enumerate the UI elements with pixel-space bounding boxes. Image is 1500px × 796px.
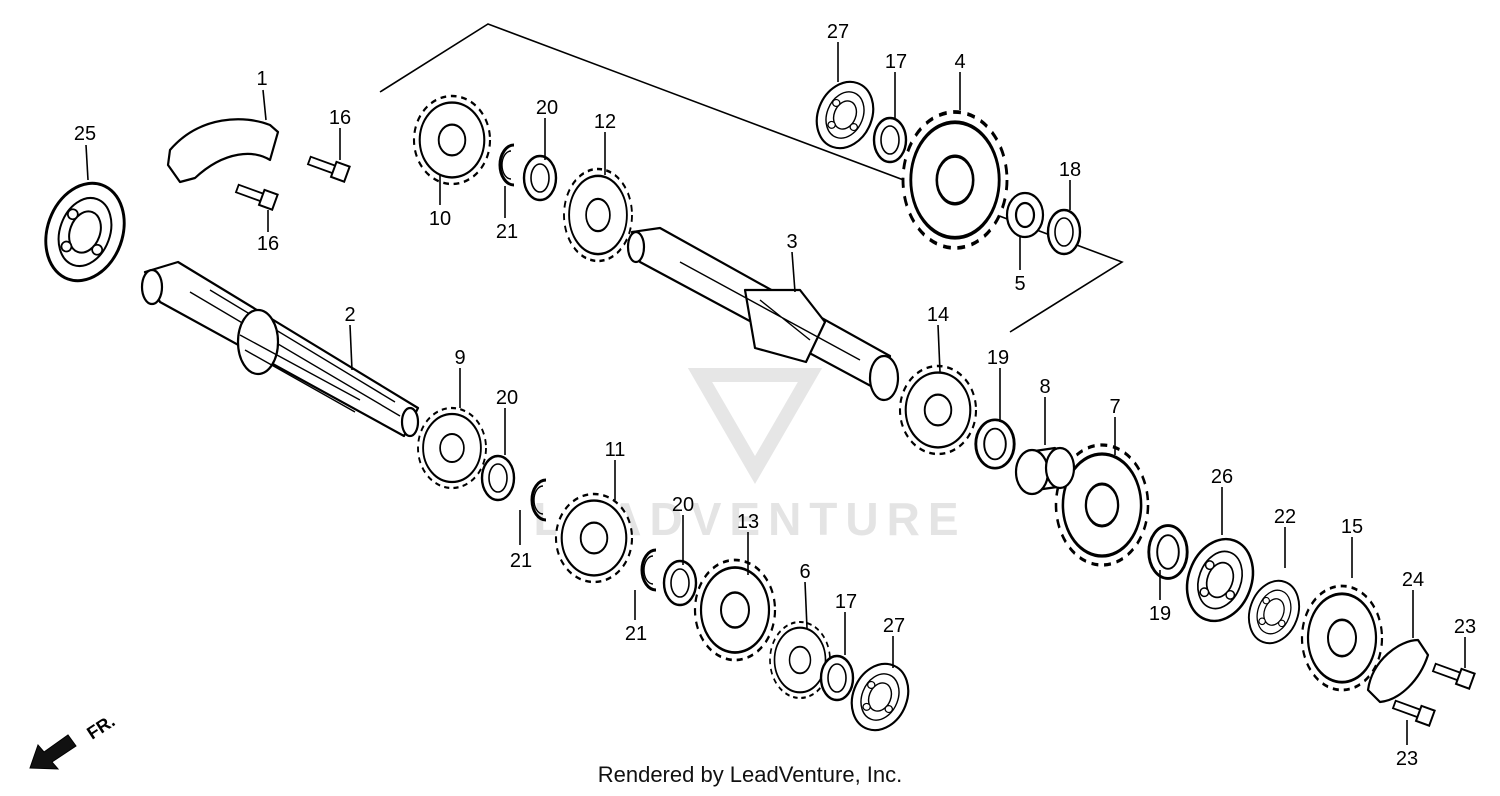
gear-icon xyxy=(693,558,777,662)
part-label: 20 xyxy=(536,97,558,119)
part-label: 4 xyxy=(954,51,965,73)
gear-icon xyxy=(562,167,634,263)
bearing-icon xyxy=(31,170,139,294)
part-label: 22 xyxy=(1274,506,1296,528)
bolt-icon xyxy=(234,183,279,211)
part-label: 9 xyxy=(454,347,465,369)
bearing-icon xyxy=(806,73,884,157)
part-label: 15 xyxy=(1341,516,1363,538)
washer-icon xyxy=(662,559,698,607)
countershaft-3 xyxy=(626,226,900,402)
part-label: 3 xyxy=(786,231,797,253)
part-label: 18 xyxy=(1059,159,1081,181)
washer-icon xyxy=(974,418,1016,470)
part-label: 11 xyxy=(605,439,626,461)
part-label: 19 xyxy=(987,347,1009,369)
washer-icon xyxy=(819,654,855,702)
sprocket-icon xyxy=(1300,584,1384,692)
gear-icon xyxy=(898,364,978,456)
part-label: 26 xyxy=(1211,466,1233,488)
part-label: 8 xyxy=(1039,376,1050,398)
washer-icon xyxy=(1147,524,1189,580)
collar-5 xyxy=(1005,191,1045,239)
bolt-icon xyxy=(1431,662,1476,690)
part-label: 23 xyxy=(1454,616,1476,638)
washer-icon xyxy=(522,154,558,202)
washer-icon xyxy=(872,116,908,164)
part-label: 17 xyxy=(835,591,857,613)
part-label: 21 xyxy=(625,623,647,645)
front-direction-arrow: FR. xyxy=(29,711,119,770)
washer-icon xyxy=(1046,208,1082,256)
part-label: 1 xyxy=(256,68,267,90)
part-label: 27 xyxy=(827,21,849,43)
collar-8 xyxy=(1014,446,1076,496)
assembly-group-outline xyxy=(379,23,1124,333)
main-shaft-2 xyxy=(140,260,420,438)
part-label: 16 xyxy=(257,233,279,255)
part-label: 13 xyxy=(737,511,759,533)
gear-icon xyxy=(412,94,492,186)
gear-icon xyxy=(901,110,1009,250)
part-label: 6 xyxy=(799,561,810,583)
circlip-icon xyxy=(498,143,516,187)
part-label: 20 xyxy=(496,387,518,409)
part-label: 23 xyxy=(1396,748,1418,770)
part-label: 27 xyxy=(883,615,905,637)
part-label: 5 xyxy=(1014,273,1025,295)
part-label: 7 xyxy=(1109,396,1120,418)
part-label: 25 xyxy=(74,123,96,145)
part-labels: 1 25 16 16 10 21 20 12 27 17 4 18 5 3 2 … xyxy=(74,21,1476,770)
part-label: 24 xyxy=(1402,569,1424,591)
part-label: 21 xyxy=(496,221,518,243)
part-label: 20 xyxy=(672,494,694,516)
part-label: 14 xyxy=(927,304,949,326)
bolt-icon xyxy=(306,155,351,183)
circlip-icon xyxy=(640,548,658,592)
part-label: 12 xyxy=(594,111,616,133)
direction-label: FR. xyxy=(83,711,118,744)
plate-1 xyxy=(166,118,280,184)
part-label: 16 xyxy=(329,107,351,129)
part-label: 19 xyxy=(1149,603,1171,625)
washer-icon xyxy=(480,454,516,502)
gear-icon xyxy=(416,406,488,490)
footer-credit: Rendered by LeadVenture, Inc. xyxy=(597,762,903,787)
part-label: 17 xyxy=(885,51,907,73)
callout-lines xyxy=(85,42,1466,745)
part-label: 21 xyxy=(510,550,532,572)
plate-24 xyxy=(1366,638,1430,704)
bearing-icon xyxy=(841,655,919,739)
part-label: 10 xyxy=(429,208,451,230)
bolt-icon xyxy=(1391,699,1436,727)
part-label: 2 xyxy=(344,304,355,326)
gear-icon xyxy=(554,492,634,584)
